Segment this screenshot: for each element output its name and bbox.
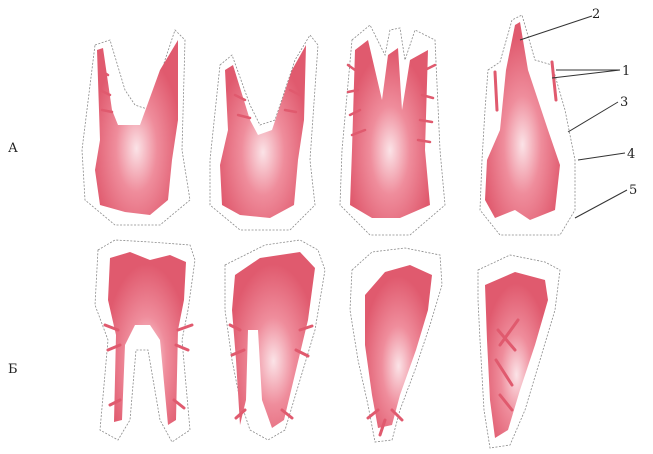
tooth-a3 <box>340 25 445 235</box>
leader-3 <box>568 102 618 132</box>
callout-4: 4 <box>627 147 635 162</box>
tooth-b2 <box>225 240 325 440</box>
row-label-a: А <box>8 141 18 156</box>
callout-1: 1 <box>622 64 630 79</box>
tooth-b1 <box>95 240 195 442</box>
leader-2 <box>520 16 592 40</box>
leader-4 <box>578 153 625 160</box>
tooth-a4 <box>480 15 575 235</box>
tooth-a2 <box>210 35 318 230</box>
leader-5 <box>575 190 627 218</box>
leader-1b <box>552 70 620 78</box>
tooth-b4 <box>478 255 560 448</box>
tooth-a1 <box>82 30 190 225</box>
callout-3: 3 <box>620 95 628 110</box>
callout-5: 5 <box>629 183 637 198</box>
row-label-b: Б <box>8 362 18 377</box>
tooth-b3 <box>350 248 442 442</box>
callout-2: 2 <box>592 7 600 22</box>
